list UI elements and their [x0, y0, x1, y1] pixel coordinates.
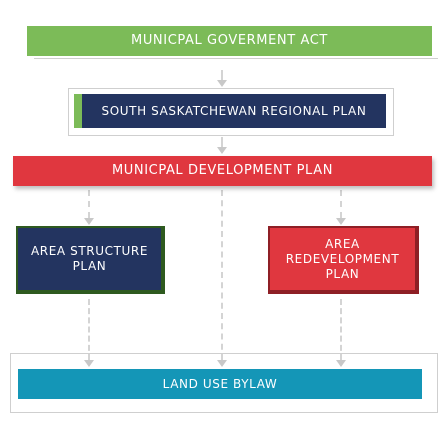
node-municipal-government-act-label: MUNICPAL GOVERMENT ACT	[131, 32, 328, 48]
node-land-use-bylaw: LAND USE BYLAW	[18, 369, 422, 399]
node-area-structure-plan: AREA STRUCTURE PLAN	[16, 226, 165, 294]
node-area-redevelopment-plan-line-1: AREA	[325, 236, 360, 251]
frame-line-top	[34, 58, 438, 59]
node-development-plan: MUNICPAL DEVELOPMENT PLAN	[13, 156, 432, 186]
frame-land-use	[10, 353, 438, 413]
node-development-plan-label: MUNICPAL DEVELOPMENT PLAN	[111, 162, 334, 178]
node-area-redevelopment-plan: AREA REDEVELOPMENT PLAN	[268, 226, 419, 294]
node-area-redevelopment-plan-line-3: PLAN	[325, 266, 360, 281]
node-municipal-government-act: MUNICPAL GOVERMENT ACT	[27, 26, 432, 56]
node-area-structure-plan-line-1: AREA STRUCTURE	[30, 244, 149, 258]
frame-regional-plan	[68, 88, 394, 136]
node-area-structure-plan-line-2: PLAN	[72, 259, 107, 273]
node-regional-plan: SOUTH SASKATCHEWAN REGIONAL PLAN	[74, 94, 386, 128]
node-area-redevelopment-plan-line-2: REDEVELOPMENT	[285, 251, 400, 266]
node-regional-plan-label: SOUTH SASKATCHEWAN REGIONAL PLAN	[101, 103, 367, 118]
node-land-use-bylaw-label: LAND USE BYLAW	[162, 376, 278, 391]
